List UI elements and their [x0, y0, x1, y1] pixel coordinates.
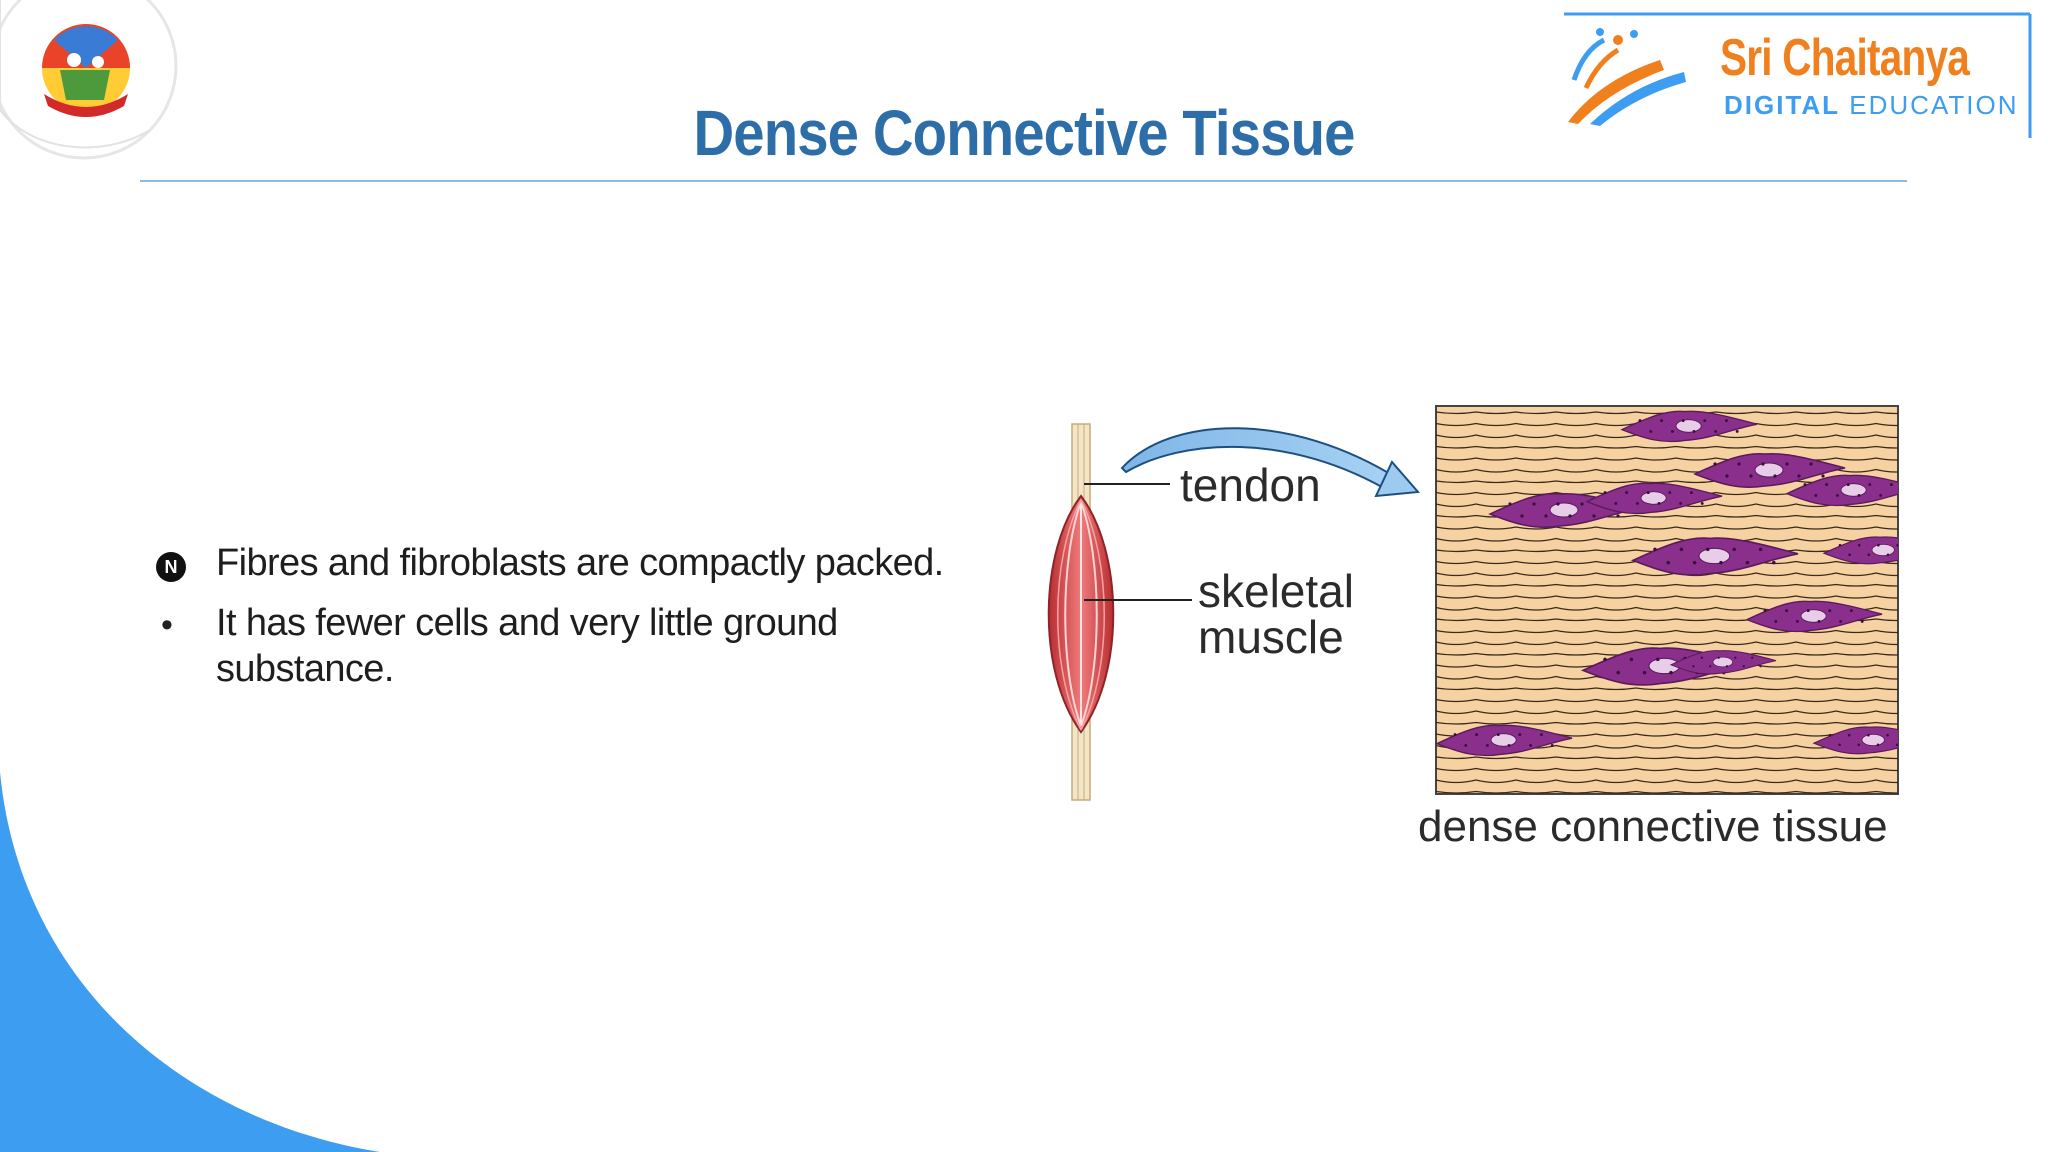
fibroblast-cell [1693, 452, 1846, 489]
numbered-badge-icon: N [150, 540, 216, 586]
slide-title: Dense Connective Tissue [693, 97, 1355, 169]
fibroblast-cell [1745, 600, 1883, 633]
title-divider [140, 180, 1907, 182]
fibroblast-cell [1785, 474, 1898, 507]
brand-logo: Sri Chaitanya DIGITAL EDUCATION [1560, 10, 2048, 140]
skeletal-label-line2: muscle [1198, 611, 1344, 663]
brand-tagline-bold: DIGITAL [1724, 90, 1841, 120]
bullet-badge: N [156, 552, 186, 582]
tendon-label: tendon [1180, 459, 1321, 511]
school-logo [0, 0, 180, 160]
bullet-item: • It has fewer cells and very little gro… [150, 600, 1010, 692]
fibroblast-cell [1822, 536, 1898, 565]
skeletal-muscle-label: skeletal muscle [1198, 568, 1354, 660]
fibroblast-cell [1630, 537, 1799, 576]
bullet-list: N Fibres and fibroblasts are compactly p… [150, 540, 1010, 706]
fibroblast-cell [1620, 410, 1758, 443]
fibroblast-cell [1436, 724, 1573, 757]
zoom-arrow-icon [1120, 427, 1421, 498]
tissue-caption: dense connective tissue [1418, 802, 1888, 851]
fibroblast-cell [1585, 482, 1723, 515]
tendon-muscle-diagram [1047, 405, 1899, 801]
skeletal-muscle-shape [1047, 494, 1115, 734]
skeletal-label-line1: skeletal [1198, 565, 1354, 617]
brand-name: Sri Chaitanya [1720, 29, 1970, 87]
brand-tagline-rest: EDUCATION [1840, 90, 2019, 120]
bullet-item: N Fibres and fibroblasts are compactly p… [150, 540, 1010, 586]
brand-tagline: DIGITAL EDUCATION [1724, 90, 2018, 121]
bullet-dot-icon: • [161, 606, 173, 644]
dense-tissue-sample [1435, 405, 1899, 795]
bullet-text: It has fewer cells and very little groun… [216, 602, 838, 690]
fibroblast-cell [1669, 650, 1777, 675]
bullet-text: Fibres and fibroblasts are compactly pac… [216, 542, 944, 584]
fibroblast-cell [1812, 726, 1898, 755]
